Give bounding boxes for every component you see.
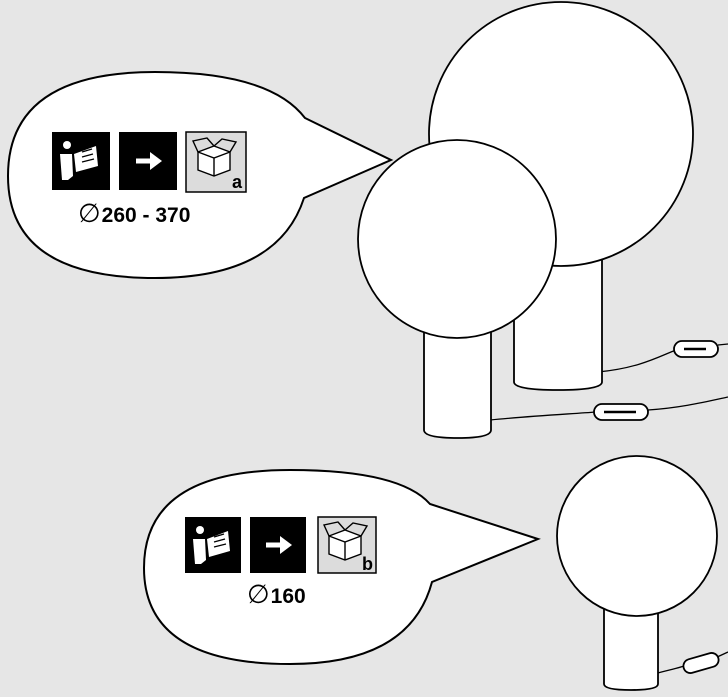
arrow-right-icon (119, 132, 177, 190)
box-letter-b: b (362, 554, 373, 574)
diameter-symbol: ∅ (247, 579, 270, 609)
callout-small: b ∅160 (142, 468, 541, 666)
lamp-small-switch (682, 652, 720, 674)
diameter-value: 160 (271, 585, 306, 608)
lamp-medium-switch (593, 403, 649, 421)
diameter-value: 260 - 370 (102, 204, 191, 227)
lamp-medium-base (423, 317, 492, 439)
diameter-label-large: ∅260 - 370 (78, 198, 190, 228)
lamp-medium-cable (489, 411, 597, 421)
read-manual-icon (52, 132, 110, 190)
lamp-medium-globe (357, 139, 557, 339)
lamp-small (556, 455, 728, 691)
box-icon: a (185, 131, 247, 193)
box-letter-a: a (232, 172, 243, 192)
callout-large: a ∅260 - 370 (6, 70, 394, 280)
box-icon: b (317, 516, 377, 574)
diameter-symbol: ∅ (78, 198, 101, 228)
lamp-large-switch (673, 340, 719, 358)
lamp-medium (357, 139, 728, 439)
read-manual-icon (185, 517, 241, 573)
arrow-right-icon (250, 517, 306, 573)
diameter-label-small: ∅160 (247, 579, 306, 609)
lamp-small-globe (556, 455, 718, 617)
lamp-large-cable (597, 349, 677, 373)
